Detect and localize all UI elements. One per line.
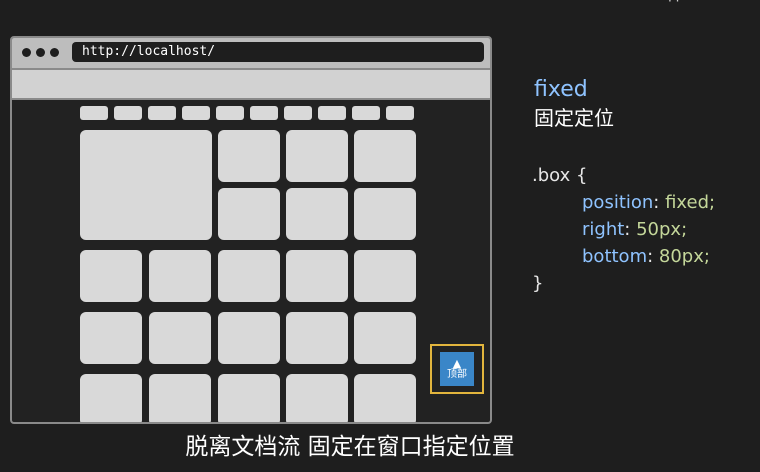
browser-window: http://localhost/ [10, 36, 492, 424]
window-dot-icon [50, 48, 59, 57]
nav-tile [386, 106, 414, 120]
nav-band [12, 70, 490, 100]
css-code-block: .box { position: fixed; right: 50px; bot… [532, 162, 715, 297]
grid-tile [218, 130, 280, 182]
code-declaration: position: fixed; [582, 192, 716, 213]
code-declaration: right: 50px; [582, 219, 688, 240]
grid-tile [354, 374, 416, 422]
nav-tile [182, 106, 210, 120]
keyword-title: fixed [534, 77, 588, 102]
browser-titlebar: http://localhost/ [12, 38, 490, 70]
nav-tile [318, 106, 346, 120]
grid-tile [218, 312, 280, 364]
up-arrow-icon: ▲ [452, 357, 462, 370]
grid-tile [218, 250, 280, 302]
partial-text-artifact: · · [668, 0, 680, 8]
grid-tile [286, 250, 348, 302]
nav-tile [216, 106, 244, 120]
nav-tile [148, 106, 176, 120]
side-panel: fixed 固定定位 [534, 76, 758, 132]
grid-tile [354, 188, 416, 240]
code-property: bottom [582, 246, 648, 267]
back-to-top-button[interactable]: ▲ 顶部 [440, 352, 474, 386]
grid-tile [218, 188, 280, 240]
grid-tile [80, 312, 142, 364]
grid-tile [80, 374, 142, 422]
window-dot-icon [22, 48, 31, 57]
hero-tile [80, 130, 212, 240]
grid-tile [149, 374, 211, 422]
grid-tile [354, 312, 416, 364]
nav-tile [284, 106, 312, 120]
caption: 脱离文档流 固定在窗口指定位置 [185, 434, 515, 460]
grid-tile [149, 250, 211, 302]
code-property: right [582, 219, 625, 240]
code-close-brace: } [532, 273, 544, 294]
nav-tile [352, 106, 380, 120]
code-value: 80px; [658, 246, 710, 267]
grid-tile [218, 374, 280, 422]
nav-tile [250, 106, 278, 120]
code-selector: .box { [532, 165, 588, 186]
nav-tile [80, 106, 108, 120]
nav-tile [114, 106, 142, 120]
code-value: 50px; [636, 219, 688, 240]
grid-tile [286, 312, 348, 364]
grid-tile [80, 250, 142, 302]
window-dot-icon [36, 48, 45, 57]
grid-tile [286, 188, 348, 240]
grid-tile [286, 130, 348, 182]
address-bar[interactable]: http://localhost/ [72, 42, 484, 62]
grid-tile [354, 250, 416, 302]
grid-tile [149, 312, 211, 364]
grid-tile [354, 130, 416, 182]
grid-tile [286, 374, 348, 422]
code-value: fixed; [665, 192, 716, 213]
back-to-top-label: 顶部 [447, 369, 467, 380]
code-property: position [582, 192, 654, 213]
keyword-subtitle: 固定定位 [534, 106, 614, 130]
code-declaration: bottom: 80px; [582, 246, 710, 267]
back-to-top-highlight: ▲ 顶部 [430, 344, 484, 394]
